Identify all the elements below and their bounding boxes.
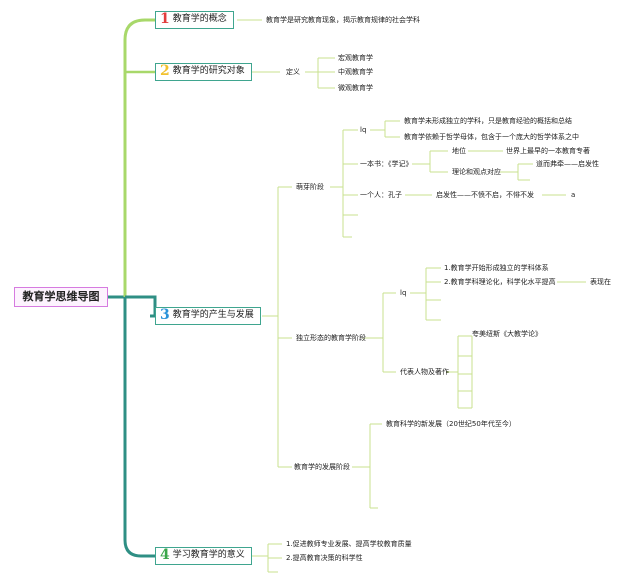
significance-item: 1.促进教师专业发展、提高学校教育质量 bbox=[286, 540, 412, 548]
branch-label: 教育学的研究对象 bbox=[172, 66, 245, 76]
stage-sprout: 萌芽阶段 bbox=[296, 183, 324, 191]
independent-feature: 1.教育学开始形成独立的学科体系 bbox=[444, 264, 549, 272]
representatives: 代表人物及著作 bbox=[400, 368, 449, 376]
representative-work: 夸美纽斯《大教学论》 bbox=[472, 330, 542, 338]
section-number: 2 bbox=[160, 63, 170, 79]
book-position-value: 世界上最早的一本教育专著 bbox=[506, 147, 590, 155]
concept-definition: 教育学是研究教育现象，揭示教育规律的社会学科 bbox=[266, 16, 420, 24]
research-definition-label: 定义 bbox=[286, 68, 300, 76]
root-node[interactable]: 教育学思维导图 bbox=[14, 287, 108, 307]
stage-development: 教育学的发展阶段 bbox=[294, 463, 350, 471]
book-theory-item: 道而弗牵——启发性 bbox=[536, 160, 599, 168]
sprout-feature: 教育学未形成独立的学科，只是教育经验的概括和总结 bbox=[404, 117, 572, 125]
independent-feature: 2.教育学科理论化，科学化水平提高 bbox=[444, 278, 556, 286]
development-item: 教育科学的新发展（20世纪50年代至今） bbox=[386, 420, 516, 428]
research-item: 中观教育学 bbox=[338, 68, 373, 76]
branch-label: 教育学的概念 bbox=[172, 14, 227, 24]
significance-item: 2.提高教育决策的科学性 bbox=[286, 554, 363, 562]
book-xueji: 一本书：《学记》 bbox=[360, 160, 413, 168]
stray-mark: a bbox=[571, 191, 576, 199]
independent-feature-marker: lq bbox=[400, 289, 407, 297]
person-confucius: 一个人：孔子 bbox=[360, 191, 402, 199]
section-number: 1 bbox=[160, 11, 170, 27]
branch-label: 教育学的产生与发展 bbox=[172, 310, 254, 320]
book-position-label: 地位 bbox=[452, 147, 466, 155]
book-theory-label: 理论和观点对应 bbox=[452, 168, 501, 176]
section-number: 4 bbox=[160, 547, 170, 563]
research-item: 宏观教育学 bbox=[338, 54, 373, 62]
research-item: 微观教育学 bbox=[338, 84, 373, 92]
branch-label: 学习教育学的意义 bbox=[172, 550, 245, 560]
sprout-feature: 教育学依赖于哲学母体，包含于一个庞大的哲学体系之中 bbox=[404, 133, 579, 141]
confucius-principle: 启发性——不愤不启，不悱不发 bbox=[436, 191, 534, 199]
section-number: 3 bbox=[160, 307, 170, 323]
stage-independent: 独立形态的教育学阶段 bbox=[296, 334, 366, 342]
independent-feature-extra: 表现在 bbox=[590, 278, 611, 286]
sprout-feature-marker: lq bbox=[360, 126, 367, 134]
